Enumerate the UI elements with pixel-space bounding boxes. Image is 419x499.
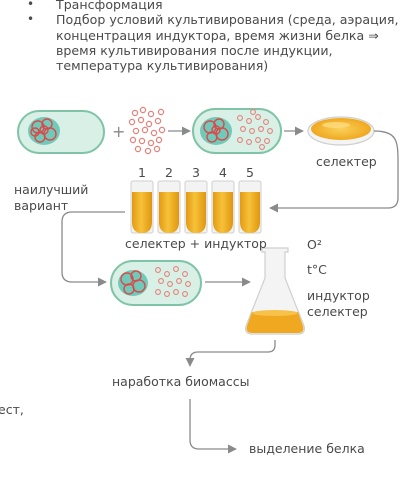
condition-oxygen: O² [307,237,322,252]
condition-temperature: t°C [307,262,327,277]
bullet-item: • Подбор условий культивирования (среда,… [0,12,419,73]
connector-arrow [185,340,276,367]
test-tube-icon [157,180,181,234]
flask-icon [245,247,305,335]
test-tube-icon [211,180,235,234]
test-tube-icon [184,180,208,234]
bacterium-cell-icon [17,110,105,154]
bullet-text: Подбор условий культивирования (среда, а… [56,12,399,74]
condition-inductor: индуктор [307,288,370,303]
tube-number: 2 [165,165,173,180]
test-tubes [130,180,262,234]
selector-inductor-label: селектер + индуктор [125,236,267,251]
cut-off-text: ест, [0,402,24,417]
selector-label: селектер [316,154,377,169]
tube-number: 1 [138,165,146,180]
bullet-item: • Трансформация [0,0,419,12]
tube-number: 5 [246,165,254,180]
tube-number: 4 [219,165,227,180]
condition-selector: селектер [307,304,368,319]
bullet-dot-icon: • [27,12,35,27]
production-cell-icon [110,260,202,306]
best-variant-label-line2: вариант [14,198,69,213]
best-variant-label-line1: наилучший [14,182,89,197]
protein-isolation-label: выделение белка [249,441,365,456]
connector-arrow [61,211,125,287]
test-tube-icon [130,180,154,234]
plasmids-icon [128,106,166,155]
bullet-dot-icon: • [27,0,35,11]
transformed-cell-icon [192,108,282,154]
bullet-text: Трансформация [56,0,163,12]
connector-arrow [269,130,399,213]
test-tube-icon [238,180,262,234]
biomass-label: наработка биомассы [112,374,250,389]
petri-dish-icon [307,116,375,146]
bullet-list: • Трансформация • Подбор условий культив… [0,0,419,73]
connector-arrow [189,399,237,454]
plus-icon: + [112,122,125,141]
tube-number: 3 [192,165,200,180]
